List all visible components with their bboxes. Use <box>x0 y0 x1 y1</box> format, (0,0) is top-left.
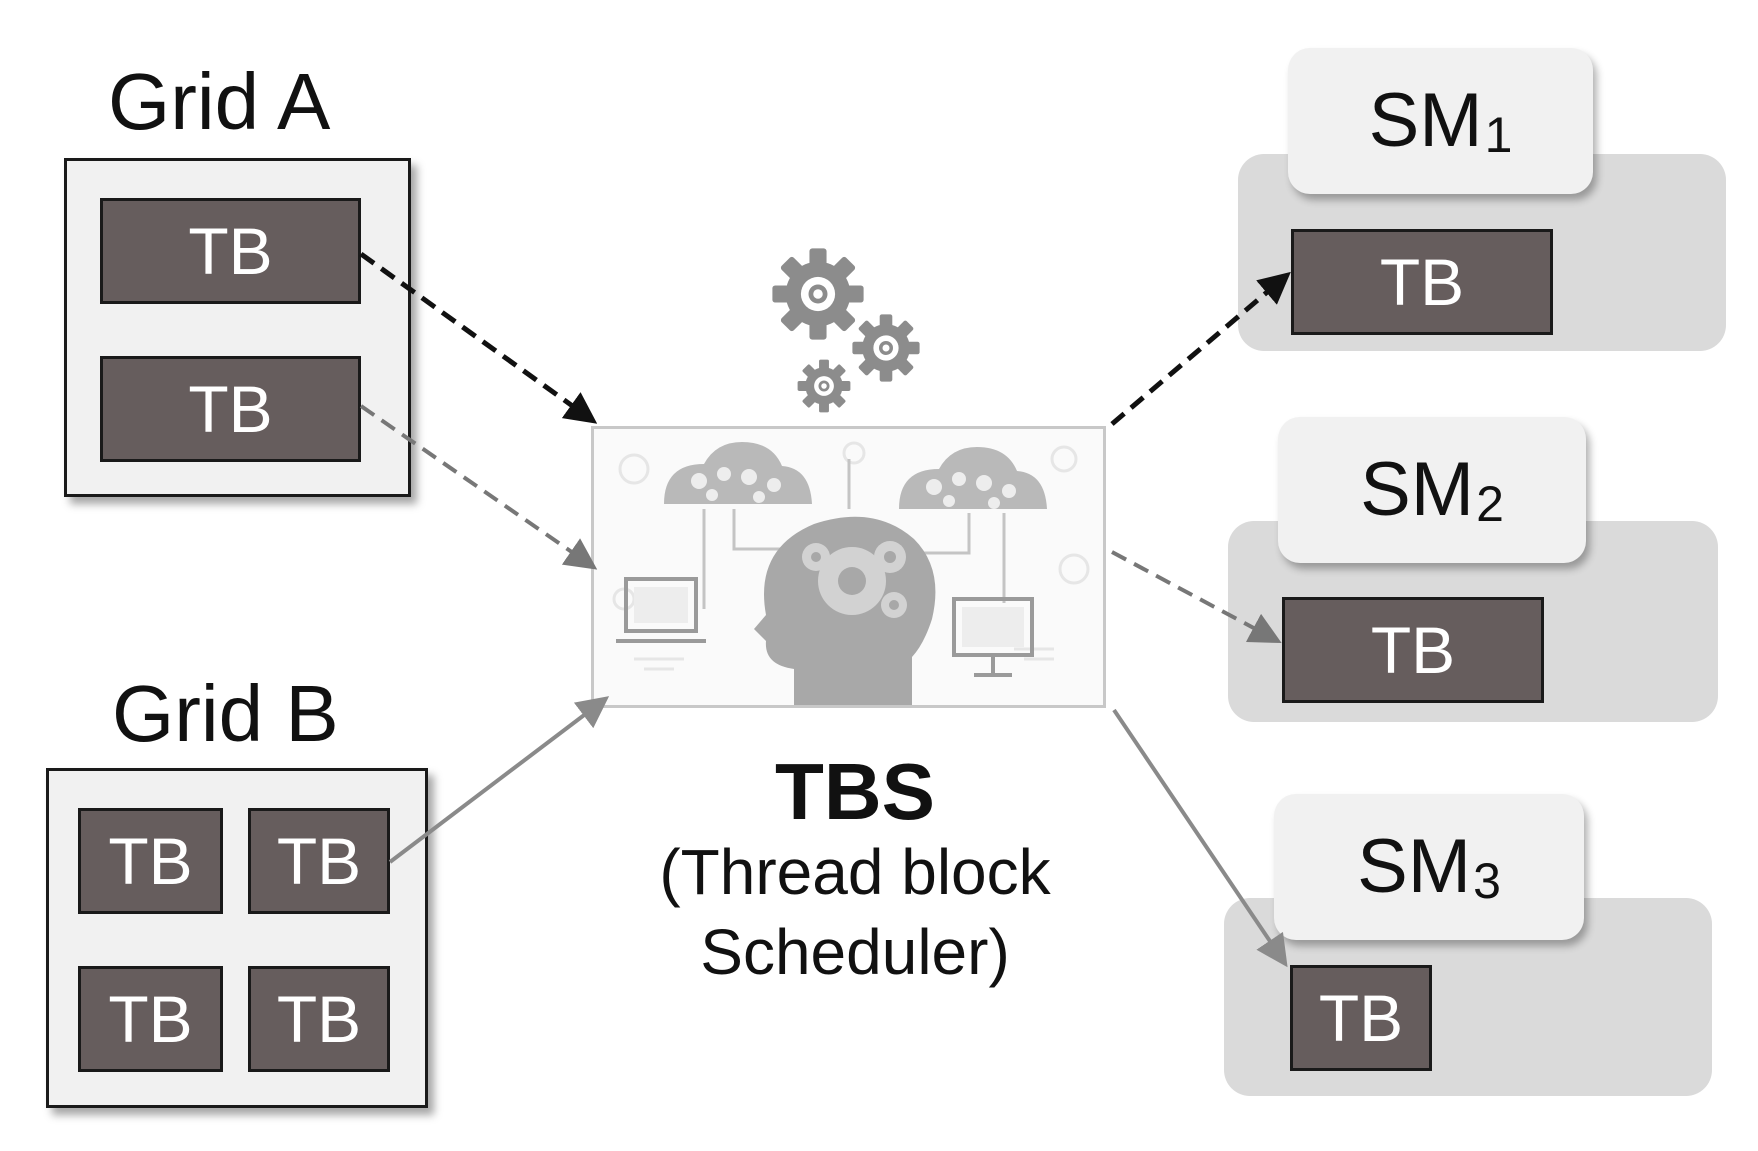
sm-1-thread-block: TB <box>1291 229 1553 335</box>
sm-1-index: 1 <box>1484 107 1513 163</box>
sm-2-name: SM <box>1360 447 1475 532</box>
grid-a-thread-block-1: TB <box>100 198 361 304</box>
gear-large-icon <box>772 248 864 340</box>
grid-b-thread-block-4: TB <box>248 966 390 1072</box>
scheduler-subtitle-line2: Scheduler) <box>700 916 1010 988</box>
sm-3-name: SM <box>1357 824 1472 909</box>
sm-2-index: 2 <box>1476 476 1504 532</box>
grid-b-title: Grid B <box>112 669 339 758</box>
sm-1-name: SM <box>1368 78 1483 163</box>
sm-3-index: 3 <box>1473 853 1501 909</box>
grid-a-thread-block-2: TB <box>100 356 361 462</box>
gear-small-icon <box>797 359 851 413</box>
scheduler-caption: TBS (Thread block Scheduler) <box>620 752 1090 992</box>
grid-b-thread-block-2: TB <box>248 808 390 914</box>
sm-2-thread-block: TB <box>1282 597 1544 703</box>
scheduler-image <box>591 426 1106 708</box>
gears-icon <box>772 248 920 413</box>
brain-gears-icon <box>612 441 1090 705</box>
grid-b-thread-block-3: TB <box>78 966 223 1072</box>
grid-a-title: Grid A <box>108 57 331 146</box>
scheduler-title: TBS <box>775 747 935 836</box>
scheduler-subtitle-line1: (Thread block <box>659 836 1051 908</box>
gear-medium-icon <box>852 314 920 382</box>
sm-3-thread-block: TB <box>1290 965 1432 1071</box>
grid-b-thread-block-1: TB <box>78 808 223 914</box>
